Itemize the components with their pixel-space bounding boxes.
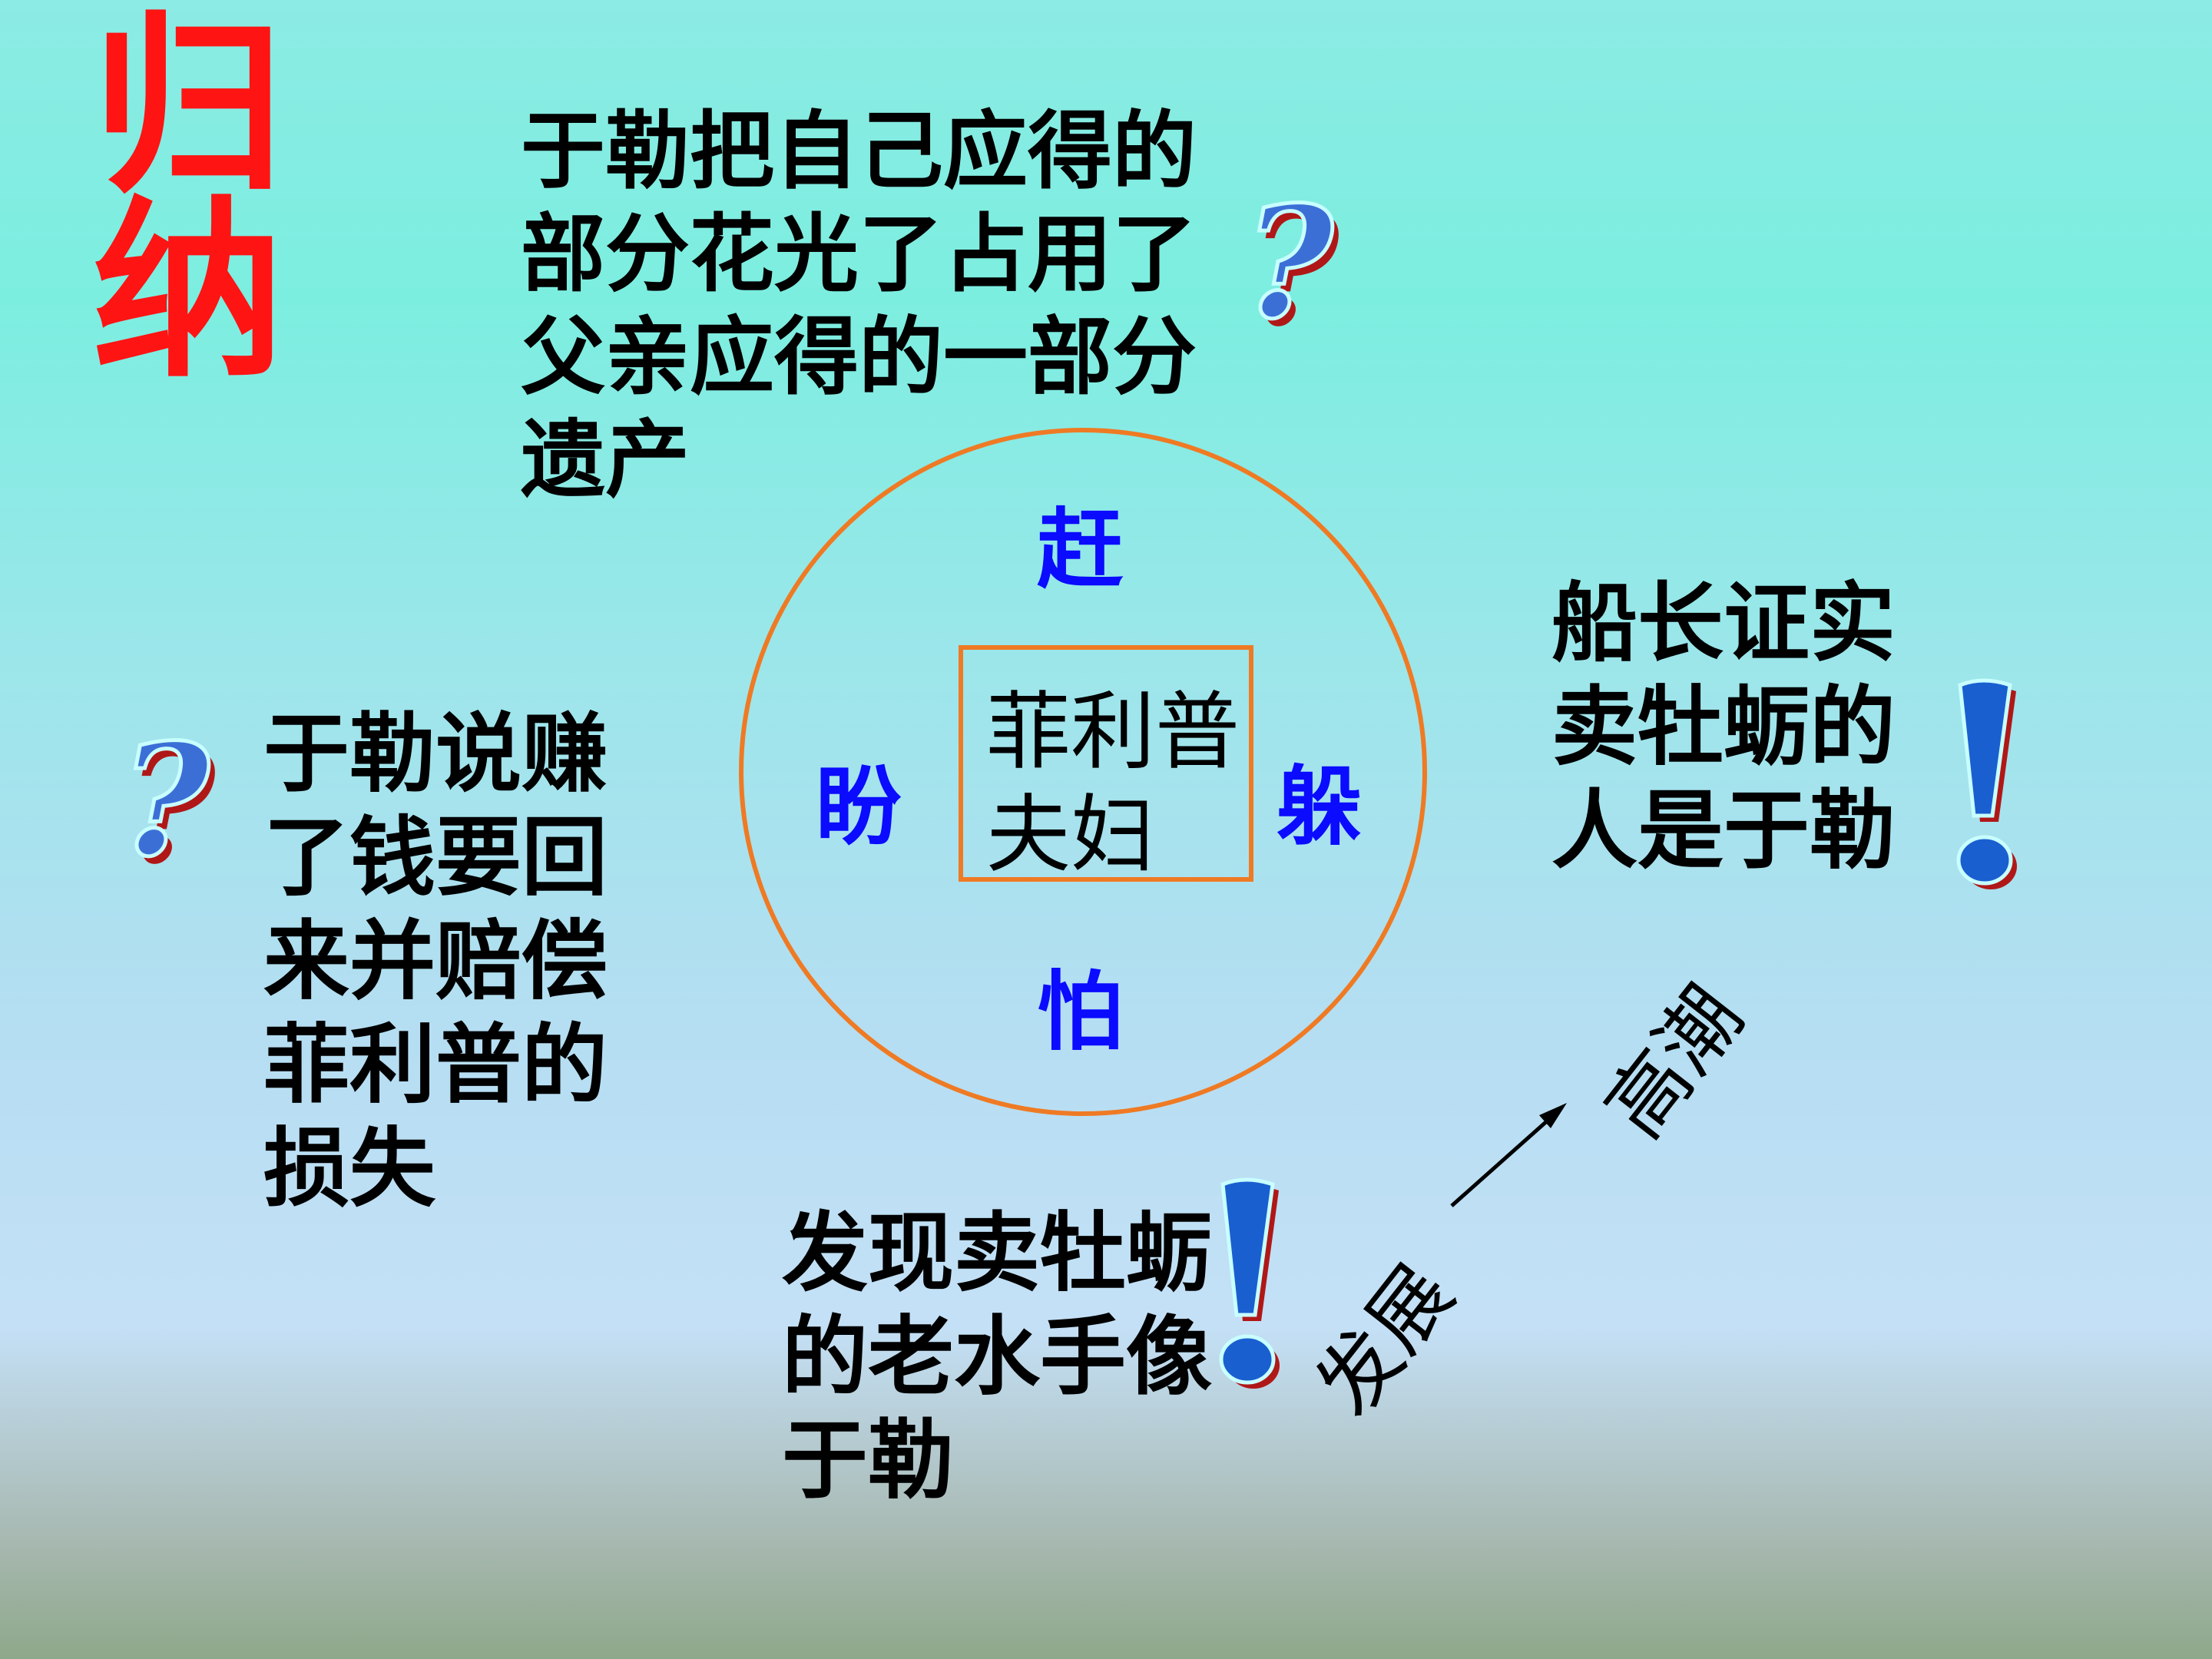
svg-text:?: ?: [1243, 192, 1335, 338]
action-bottom-label: 怕: [1037, 962, 1123, 1062]
right-fact-text: 船长证实卖牡蛎的人是于勒: [1551, 574, 1896, 881]
plot-arrow: [1450, 1103, 1567, 1207]
exclamation-mark-icon: [1219, 1177, 1280, 1389]
action-left-label: 盼: [816, 757, 902, 857]
action-right-label: 躲: [1277, 757, 1363, 857]
top-question-text: 于勒把自己应得的部分花光了占用了父亲应得的一部分遗产: [521, 102, 1197, 509]
question-mark-icon: ? ?: [1242, 192, 1342, 338]
exclamation-mark-icon: [1956, 678, 2017, 889]
center-box: 菲利普夫妇: [959, 645, 1253, 884]
page-title: 归纳: [92, 0, 284, 403]
svg-text:?: ?: [120, 730, 211, 876]
svg-text:?: ?: [1250, 192, 1341, 338]
bottom-fact-text: 发现卖牡蛎的老水手像于勒: [782, 1204, 1212, 1511]
svg-text:?: ?: [126, 730, 217, 876]
action-top-label: 赶: [1037, 500, 1123, 600]
question-mark-icon: ? ?: [118, 730, 218, 876]
center-box-label: 菲利普夫妇: [986, 683, 1240, 884]
left-question-text: 于勒说赚了钱要回来并赔偿菲利普的损失: [263, 704, 608, 1219]
